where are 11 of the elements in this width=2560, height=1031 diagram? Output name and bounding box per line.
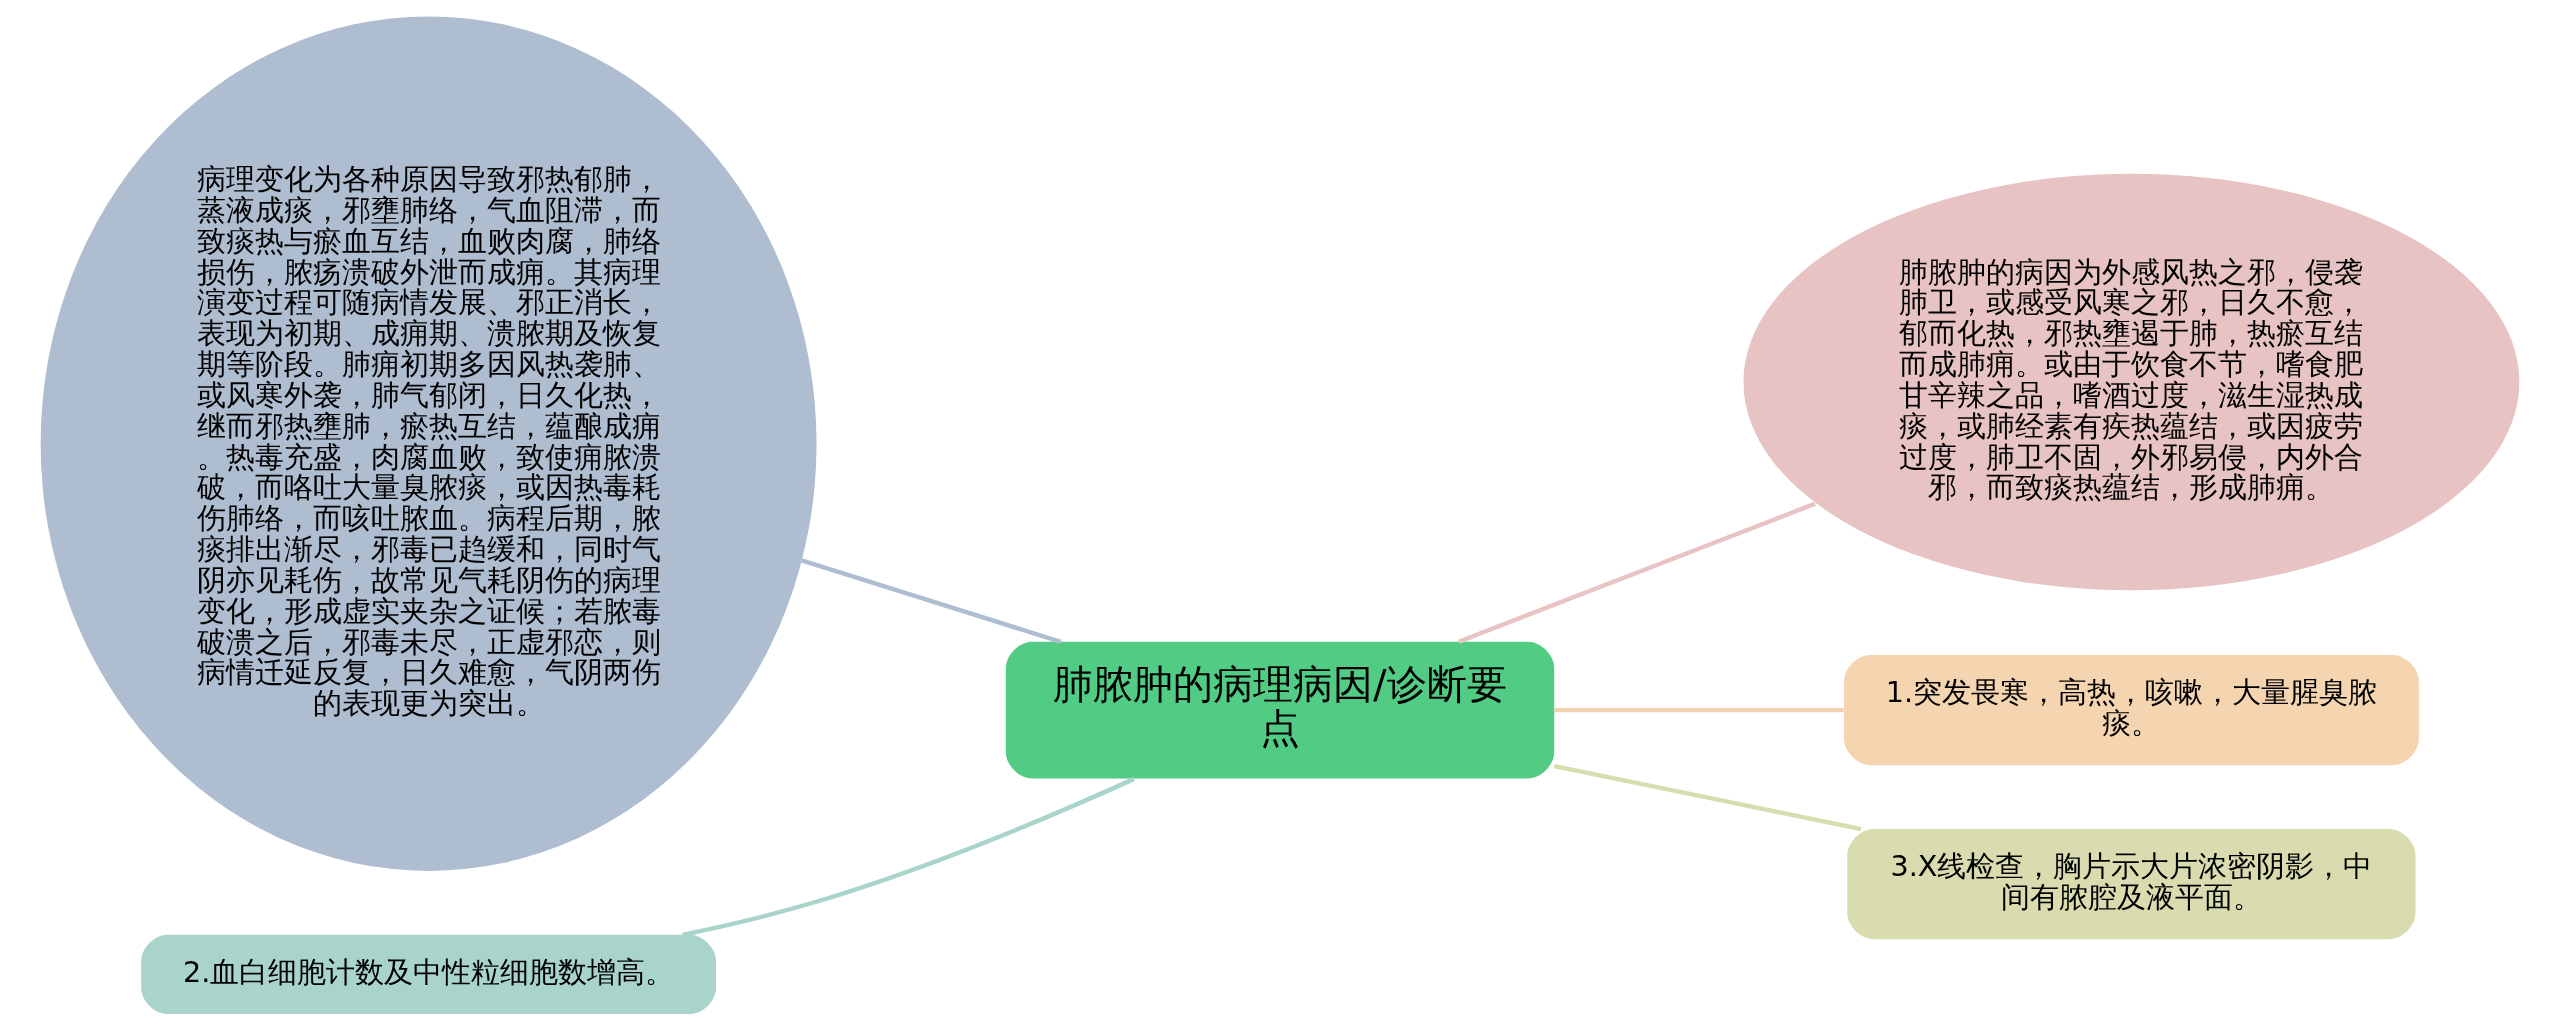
- connector: [1553, 763, 1862, 832]
- node-box: 3.X线检查，胸片示大片浓密阴影，中间有脓腔及液平面。: [1847, 829, 2416, 940]
- node-box: 2.血白细胞计数及中性粒细胞数增高。: [141, 934, 716, 1015]
- node-box: 肺脓肿的病理病因/诊断要点: [1005, 641, 1555, 779]
- connector: [1554, 707, 1844, 713]
- node-ellipse: 肺脓肿的病因为外感风热之邪，侵袭肺卫，或感受风寒之邪，日久不愈，郁而化热，邪热壅遏于肺，热瘀互结而成肺痈。或由于饮食不节，嗜食肥甘辛辣之品，嗜酒过度，滋生湿热成痰，或肺经素有疾热蕴结，或因疲劳过度，肺卫不固，外邪易侵，内外合邪，而致痰热蕴结，形成肺痈。: [1743, 173, 2520, 591]
- connector: [682, 776, 1135, 937]
- node-box: 1.突发畏寒，高热，咳嗽，大量腥臭脓痰。: [1844, 655, 2419, 766]
- node-circle: 病理变化为各种原因导致邪热郁肺，蒸液成痰，邪壅肺络，气血阻滞，而致痰热与瘀血互结，血败肉腐，肺络损伤，脓疡溃破外泄而成痈。其病理演变过程可随病情发展、邪正消长，表现为初期、成痈期、溃脓期及恢复期等阶段。肺痈初期多因风热袭肺、或风寒外袭，肺气郁闭，日久化热，继而邪热壅肺，瘀热互结，蕴酿成痈。热毒充盛，肉腐血败，致使痈脓溃破，而咯吐大量臭脓痰，或因热毒耗伤肺络，而咳吐脓血。病程后期，脓痰排出渐尽，邪毒已趋缓和，同时气阴亦见耗伤，故常见气耗阴伤的病理变化，形成虚实夹杂之证候；若脓毒破溃之后，邪毒未尽，正虚邪恋，则病情迁延反复，日久难愈，气阴两伤的表现更为突出。: [40, 16, 817, 871]
- connector: [1457, 501, 1816, 644]
- connector: [801, 558, 1062, 644]
